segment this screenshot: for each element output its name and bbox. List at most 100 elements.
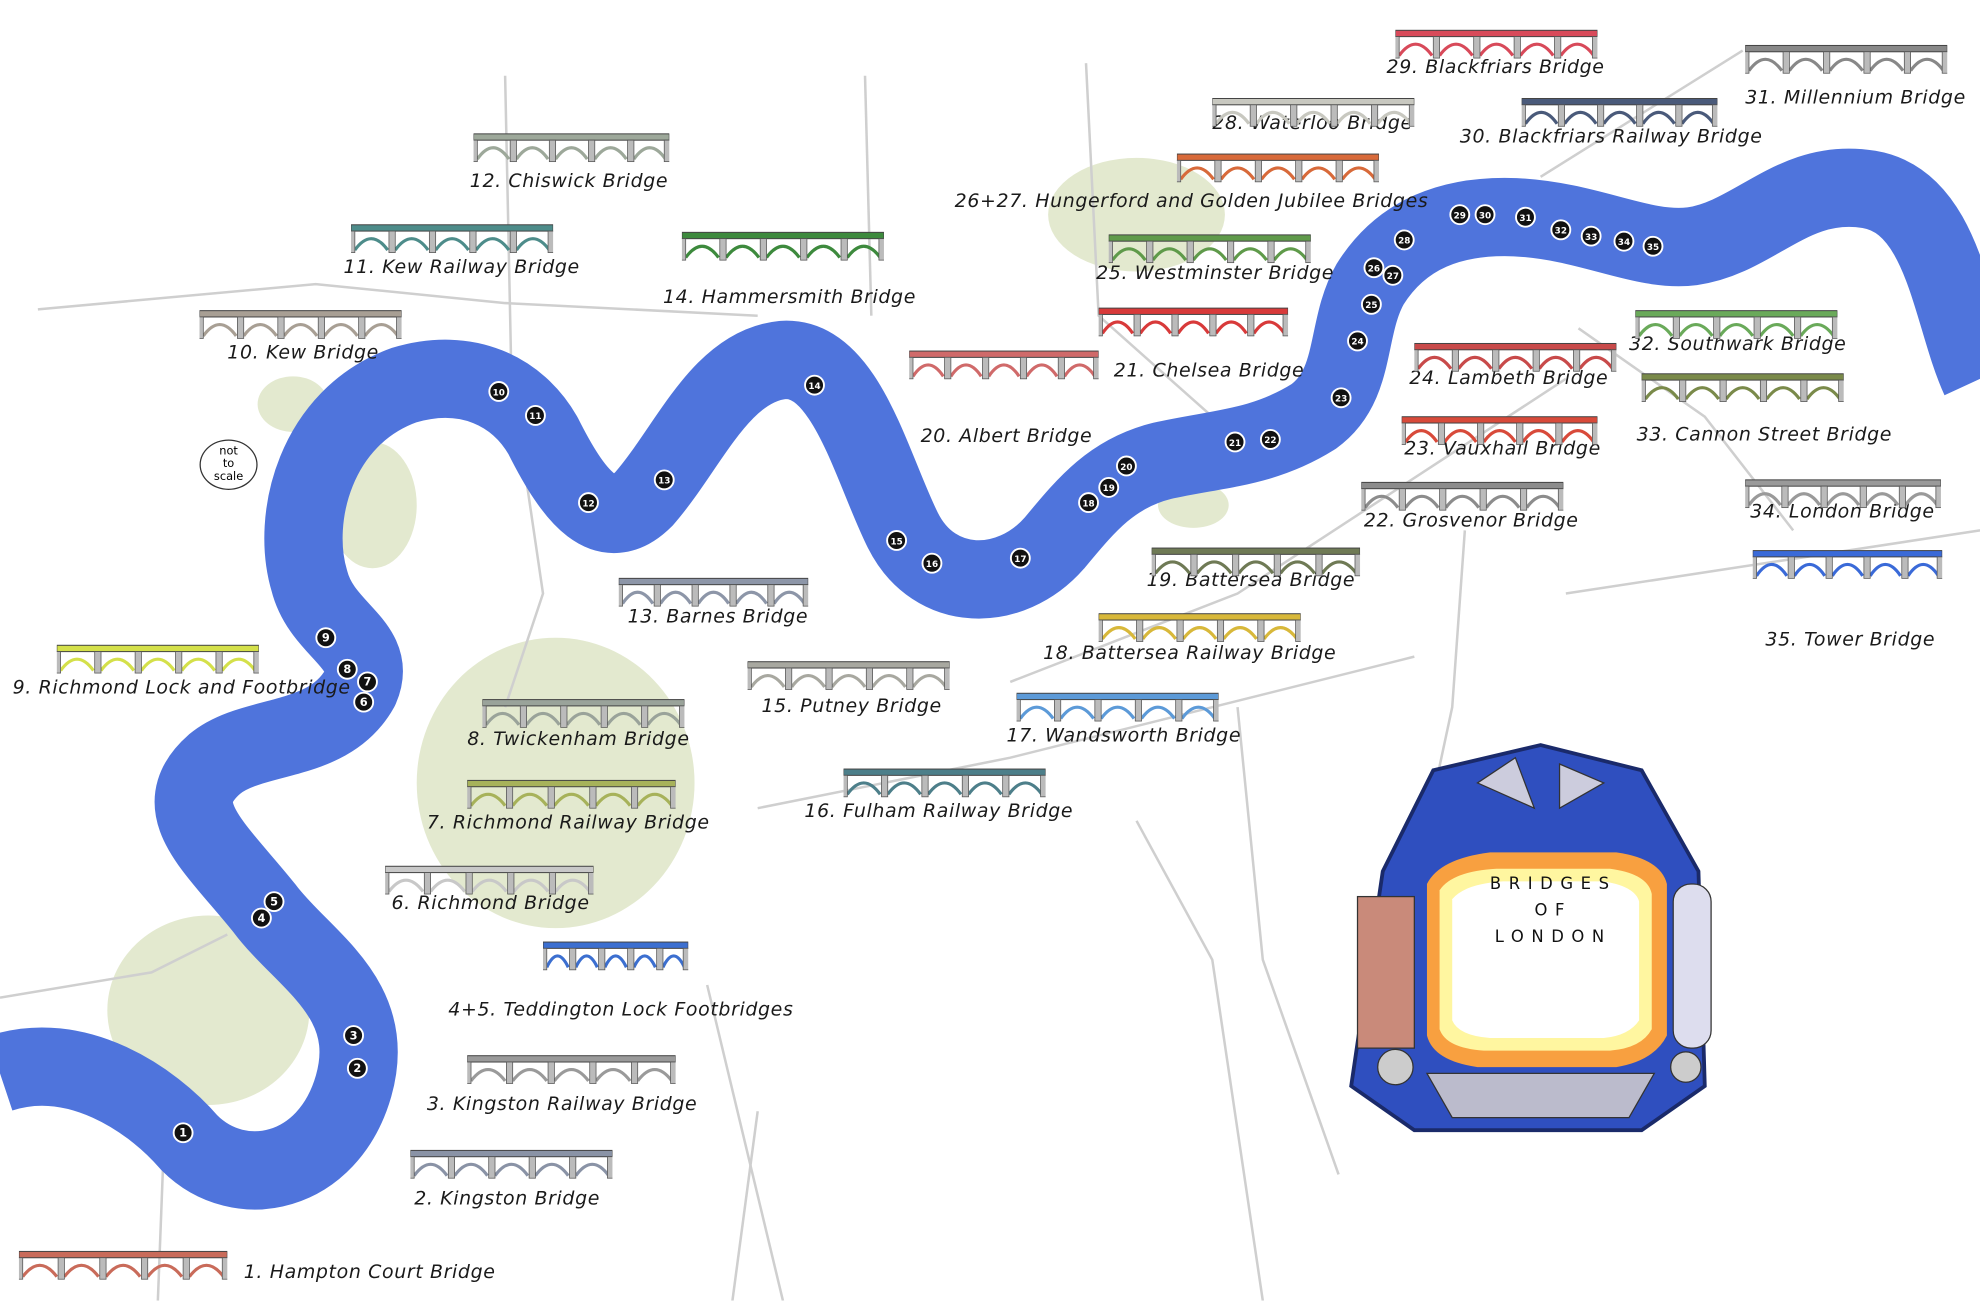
marker-number: 16 [926, 560, 938, 570]
marker-circle [1115, 455, 1137, 477]
bridge-marker-29[interactable]: 29 [1449, 204, 1471, 226]
road [1135, 820, 1265, 1301]
bridge-marker-4[interactable]: 4 [250, 907, 272, 929]
bridge-marker-6[interactable]: 6 [353, 691, 375, 713]
bridge-marker-9[interactable]: 9 [315, 627, 337, 649]
bridge-marker-31[interactable]: 31 [1515, 206, 1536, 228]
marker-circle [172, 1122, 194, 1144]
bridge-marker-33[interactable]: 33 [1580, 225, 1602, 247]
bridge-marker-10[interactable]: 10 [488, 381, 510, 402]
bridge-label[interactable]: 20. Albert Bridge [920, 424, 1093, 448]
marker-number: 11 [529, 412, 541, 422]
bridge-label[interactable]: 34. London Bridge [1750, 500, 1935, 523]
bridge-label[interactable]: 26+27. Hungerford and Golden Jubilee Bri… [954, 189, 1429, 213]
bridge-label[interactable]: 10. Kew Bridge [227, 340, 379, 364]
bridge-marker-14[interactable]: 14 [804, 374, 825, 396]
bridge-label[interactable]: 22. Grosvenor Bridge [1363, 508, 1579, 532]
bridge-marker-23[interactable]: 23 [1330, 387, 1352, 409]
bridge-label[interactable]: 25. Westminster Bridge [1096, 261, 1335, 285]
marker-number: 34 [1618, 238, 1630, 248]
bridge-marker-15[interactable]: 15 [886, 530, 908, 551]
bridge-marker-2[interactable]: 2 [346, 1057, 368, 1079]
bridge-marker-25[interactable]: 25 [1360, 293, 1382, 315]
marker-number: 14 [808, 382, 820, 392]
bridge-marker-16[interactable]: 16 [921, 552, 943, 574]
marker-number: 30 [1479, 211, 1491, 221]
bridge-marker-35[interactable]: 35 [1642, 235, 1664, 257]
bridge-marker-30[interactable]: 30 [1474, 204, 1496, 226]
marker-number: 12 [582, 499, 594, 509]
marker-number: 20 [1120, 463, 1132, 473]
marker-number: 18 [1082, 499, 1094, 509]
bridge-label[interactable]: 6. Richmond Bridge [391, 891, 590, 915]
bridge-label[interactable]: 1. Hampton Court Bridge [243, 1260, 496, 1284]
bridge-marker-12[interactable]: 12 [578, 492, 599, 514]
marker-number: 1 [179, 1126, 187, 1140]
bridge-marker-3[interactable]: 3 [343, 1025, 365, 1046]
marker-number: 7 [364, 675, 372, 689]
not-to-scale-bubble: not to scale [199, 439, 258, 490]
bridge-illustration [467, 779, 676, 809]
bridge-label[interactable]: 12. Chiswick Bridge [469, 169, 669, 192]
marker-number: 19 [1103, 484, 1115, 494]
bridge-label[interactable]: 24. Lambeth Bridge [1409, 366, 1609, 389]
road [1565, 529, 1980, 595]
bridge-label[interactable]: 9. Richmond Lock and Footbridge [12, 675, 351, 699]
bridge-marker-24[interactable]: 24 [1347, 330, 1368, 352]
bridge-marker-26[interactable]: 26 [1363, 257, 1385, 279]
marker-number: 10 [493, 388, 505, 398]
bridge-marker-8[interactable]: 8 [336, 658, 358, 680]
bridge-marker-13[interactable]: 13 [653, 469, 675, 491]
bridge-label[interactable]: 32. Southwark Bridge [1629, 332, 1847, 355]
bridge-marker-18[interactable]: 18 [1078, 492, 1099, 514]
bridge-label[interactable]: 29. Blackfriars Bridge [1386, 55, 1605, 79]
bridge-label[interactable]: 18. Battersea Railway Bridge [1043, 641, 1337, 665]
bridge-label[interactable]: 33. Cannon Street Bridge [1636, 423, 1893, 446]
marker-number: 15 [890, 537, 902, 547]
bridge-label[interactable]: 31. Millennium Bridge [1745, 85, 1966, 109]
bridge-marker-27[interactable]: 27 [1382, 264, 1404, 286]
bridge-label[interactable]: 4+5. Teddington Lock Footbridges [448, 997, 794, 1021]
marker-number: 3 [350, 1028, 358, 1042]
bridge-label[interactable]: 3. Kingston Railway Bridge [426, 1092, 698, 1116]
bridge-label[interactable]: 17. Wandsworth Bridge [1006, 723, 1242, 747]
bridge-marker-19[interactable]: 19 [1098, 477, 1120, 498]
road [705, 984, 785, 1301]
bridge-marker-20[interactable]: 20 [1115, 455, 1137, 477]
bridge-illustration [1098, 613, 1301, 642]
bridge-marker-21[interactable]: 21 [1224, 431, 1246, 453]
marker-circle [1642, 235, 1664, 257]
bridge-label[interactable]: 7. Richmond Railway Bridge [426, 810, 710, 834]
bridge-illustration [473, 133, 670, 163]
title-cartouche [1349, 743, 1712, 1133]
marker-circle [1360, 293, 1382, 315]
bridge-label[interactable]: 30. Blackfriars Railway Bridge [1459, 125, 1763, 148]
bridge-label[interactable]: 15. Putney Bridge [761, 694, 942, 718]
bridge-label[interactable]: 11. Kew Railway Bridge [343, 255, 580, 278]
bridge-label[interactable]: 2. Kingston Bridge [414, 1187, 601, 1210]
bridge-label[interactable]: 16. Fulham Railway Bridge [804, 799, 1074, 823]
bridge-marker-34[interactable]: 34 [1613, 230, 1635, 252]
bridge-label[interactable]: 23. Vauxhall Bridge [1404, 436, 1601, 460]
bridge-marker-5[interactable]: 5 [263, 891, 285, 913]
bridge-marker-17[interactable]: 17 [1009, 547, 1031, 569]
bridge-marker-22[interactable]: 22 [1259, 429, 1281, 450]
bridge-marker-1[interactable]: 1 [172, 1122, 194, 1144]
bridge-label[interactable]: 35. Tower Bridge [1765, 627, 1936, 651]
bridge-marker-28[interactable]: 28 [1393, 229, 1415, 251]
bridge-marker-32[interactable]: 32 [1550, 219, 1572, 241]
road [731, 1111, 759, 1301]
marker-number: 24 [1351, 338, 1363, 348]
bridge-illustration [1395, 29, 1598, 59]
bridge-label[interactable]: 13. Barnes Bridge [627, 604, 809, 628]
bridge-label[interactable]: 8. Twickenham Bridge [467, 727, 690, 751]
bridge-marker-7[interactable]: 7 [357, 671, 378, 693]
bridge-illustration [543, 941, 689, 971]
bridge-label[interactable]: 14. Hammersmith Bridge [662, 285, 917, 309]
marker-circle [250, 907, 272, 929]
bridge-illustration [1745, 44, 1948, 74]
bridge-marker-11[interactable]: 11 [525, 405, 546, 426]
bridge-label[interactable]: 21. Chelsea Bridge [1113, 358, 1305, 382]
bridge-illustration [1016, 692, 1219, 722]
